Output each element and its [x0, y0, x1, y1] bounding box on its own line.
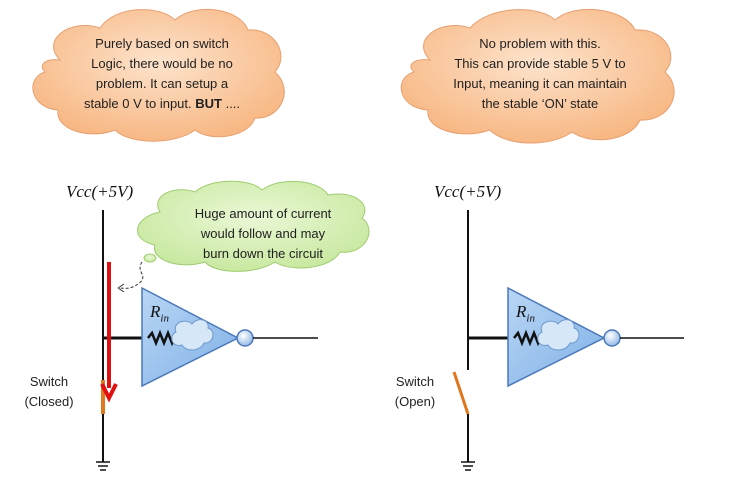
- left-output-bubble: [236, 329, 254, 347]
- left-note-line1: Purely based on switch: [95, 36, 229, 51]
- right-rin-label: Rin: [516, 302, 535, 324]
- left-note-cloud: [32, 8, 285, 142]
- right-switch-label-line1: Switch: [395, 374, 435, 389]
- left-note-line3: problem. It can setup a: [95, 76, 229, 91]
- right-note-text: No problem with this. This can provide s…: [420, 34, 660, 114]
- left-note-emphasis: BUT: [195, 96, 222, 111]
- warning-line2: would follow and may: [200, 226, 326, 241]
- left-resistor: [147, 329, 176, 347]
- right-note-line1: No problem with this.: [479, 36, 601, 51]
- right-note-line2: This can provide stable 5 V to: [454, 56, 626, 71]
- warning-line1: Huge amount of current: [194, 206, 332, 221]
- right-circuit: [452, 210, 684, 471]
- left-rin-letter: R: [150, 302, 161, 321]
- right-rin-letter: R: [516, 302, 527, 321]
- left-switch-label-line2: (Closed): [24, 394, 74, 409]
- right-resistor: [513, 329, 542, 347]
- right-rin-subscript: in: [526, 312, 535, 325]
- left-note-line2: Logic, there would be no: [91, 56, 233, 71]
- left-note-line4-prefix: stable 0 V to input.: [83, 96, 196, 111]
- right-note-line3: Input, meaning it can maintain: [453, 76, 627, 91]
- right-note-line4: the stable ‘ON’ state: [481, 96, 599, 111]
- warning-text: Huge amount of current would follow and …: [168, 204, 358, 264]
- left-switch-label: Switch (Closed): [14, 372, 84, 412]
- right-switch-label-line2: (Open): [394, 394, 436, 409]
- left-rin-label: Rin: [150, 302, 169, 324]
- right-switch-open: [452, 371, 470, 415]
- right-note-cloud: [400, 8, 675, 144]
- right-ground-icon: [461, 461, 475, 471]
- right-vcc-label: Vcc(+5V): [434, 182, 502, 201]
- left-ground-icon: [96, 461, 110, 471]
- left-note-text: Purely based on switch Logic, there woul…: [52, 34, 272, 114]
- left-vcc-label: Vcc(+5V): [66, 182, 134, 201]
- warning-line3: burn down the circuit: [203, 246, 323, 261]
- left-note-line4-suffix: ....: [221, 96, 241, 111]
- left-rin-subscript: in: [160, 312, 169, 325]
- right-switch-label: Switch (Open): [380, 372, 450, 412]
- left-note-line4: stable 0 V to input. BUT ....: [52, 94, 272, 114]
- warning-cloud: [117, 180, 370, 293]
- left-circuit: [96, 210, 318, 471]
- right-output-bubble: [603, 329, 621, 347]
- left-switch-label-line1: Switch: [29, 374, 69, 389]
